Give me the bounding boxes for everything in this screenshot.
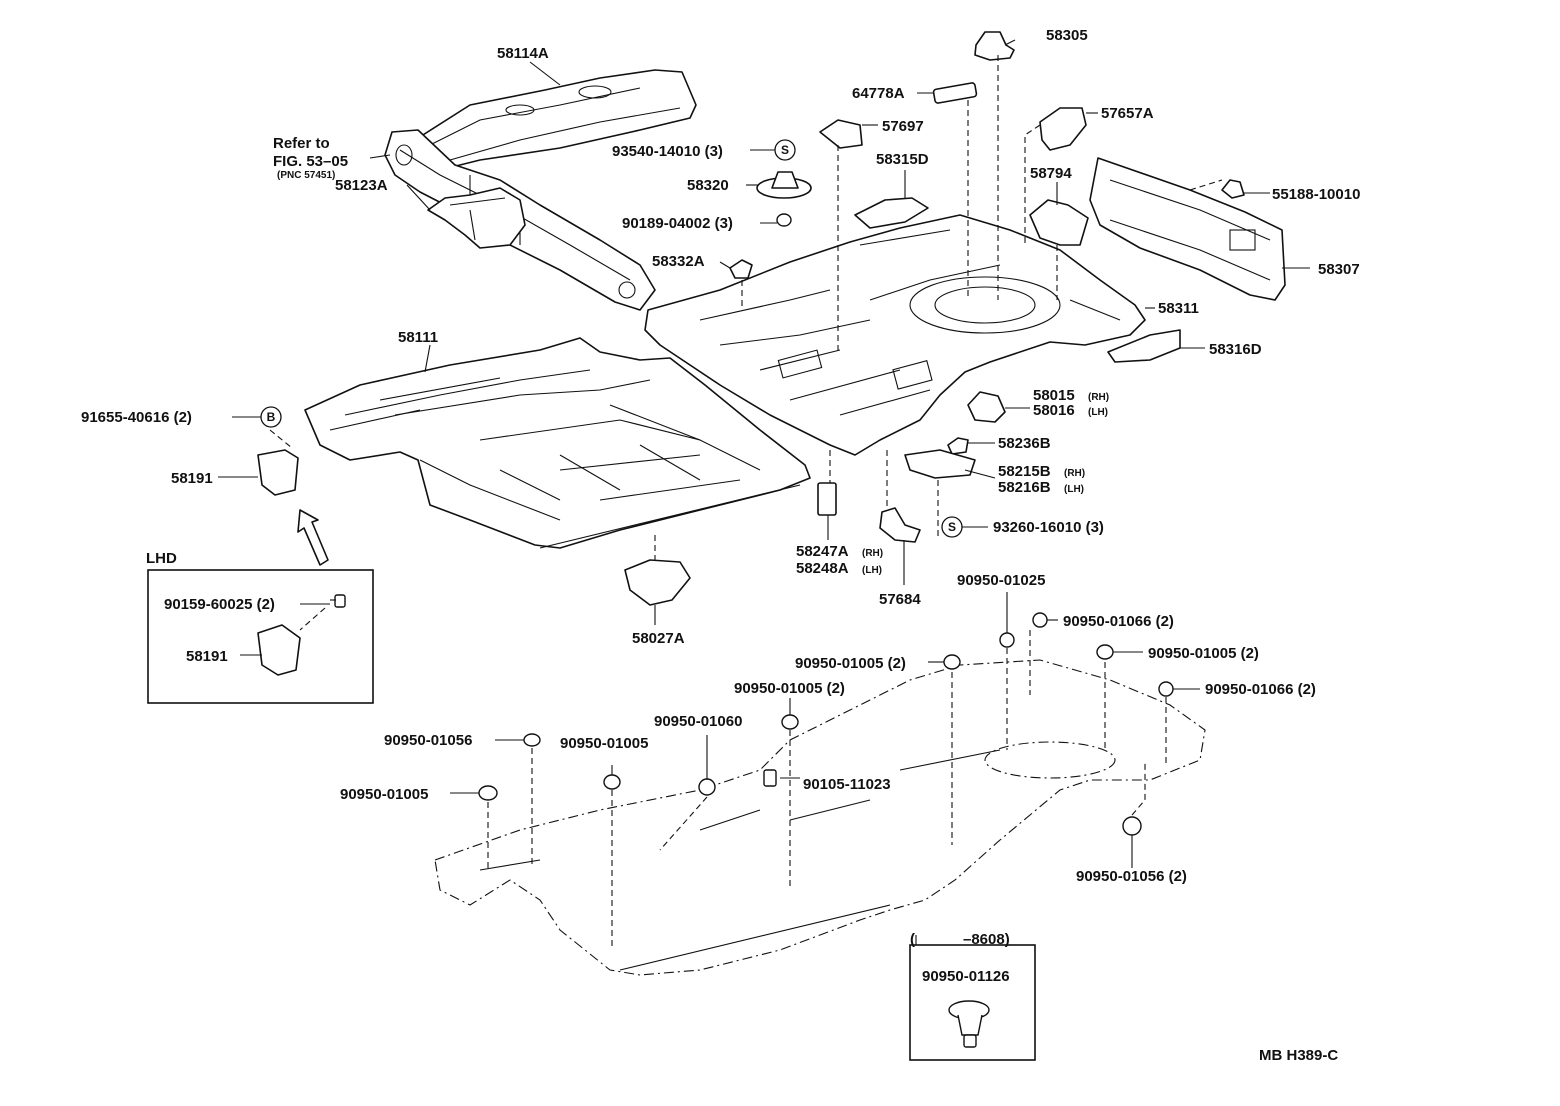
label-55188-10010: 55188-10010 [1272,186,1360,203]
part-58794-bracket [1029,199,1089,246]
label-90950-01060: 90950-01060 [654,713,742,730]
label-refer-fig: FIG. 53–05 [273,153,348,170]
lhd-arrow [297,509,329,566]
label-58123A: 58123A [335,177,388,194]
label-58216B: 58216B [998,479,1051,496]
lhd-box [147,569,374,704]
part-58315D-bracket [854,197,929,229]
label-lhd: LHD [146,550,177,567]
label-58015-rh: (RH) [1088,392,1109,403]
label-57684: 57684 [879,591,921,608]
label-91655-40616: 91655-40616 (2) [81,409,192,426]
part-58191-bracket [257,449,299,496]
svg-text:B: B [267,410,276,424]
svg-text:S: S [948,520,956,534]
part-58015-pad [967,391,1006,423]
label-90950-01005-b: 90950-01005 (2) [1148,645,1259,662]
part-58123A-bracket [427,187,526,249]
label-58114A: 58114A [497,45,549,62]
part-58311-rear-floor [644,214,1146,456]
label-58215B: 58215B [998,463,1051,480]
label-64778A: 64778A [852,85,905,102]
label-58016-lh: (LH) [1088,407,1108,418]
labels: 58114A Refer to FIG. 53–05 (PNC 57451) 5… [81,27,1360,1064]
s-symbol-icon: S [774,139,796,161]
part-58320-cap [756,171,812,199]
label-58315D: 58315D [876,151,929,168]
label-58247A-rh: (RH) [862,548,883,559]
bolt-90159-icon [330,594,346,608]
label-90950-01066-a: 90950-01066 (2) [1063,613,1174,630]
label-58027A: 58027A [632,630,685,647]
label-8608-open: ( [910,931,915,948]
part-58247A-bracket [817,482,837,516]
part-58236B-clip [947,437,969,455]
part-58215B-bracket [904,449,976,479]
label-90159-60025: 90159-60025 (2) [164,596,275,613]
part-58114A-rail [414,69,697,171]
label-58307: 58307 [1318,261,1360,278]
part-58332A-bracket [729,259,753,279]
box-8608 [909,944,1036,1061]
label-90950-01025: 90950-01025 [957,572,1045,589]
plug-90950-01126-icon [948,1000,990,1048]
label-90950-01126: 90950-01126 [922,968,1010,985]
plug-icons [478,213,1174,836]
label-93540-14010: 93540-14010 (3) [612,143,723,160]
part-64778A-pad [932,82,978,104]
label-refer-pnc: (PNC 57451) [277,170,335,181]
label-58216B-lh: (LH) [1064,484,1084,495]
part-58191-lhd [257,624,301,676]
label-58111: 58111 [398,329,438,346]
leader-lines [218,39,1310,945]
label-58215B-rh: (RH) [1064,468,1085,479]
label-58316D: 58316D [1209,341,1262,358]
label-58794: 58794 [1030,165,1072,182]
label-57657A: 57657A [1101,105,1154,122]
label-58247A: 58247A [796,543,849,560]
part-57657A-bracket [1039,107,1087,151]
dashed-lines [269,55,1223,950]
part-58305-bracket [974,31,1015,61]
part-58307-rear-panel [1089,157,1286,301]
label-57697: 57697 [882,118,924,135]
svg-text:S: S [781,143,789,157]
label-58191-lhd: 58191 [186,648,228,665]
label-90950-01005-d: 90950-01005 [560,735,648,752]
b-symbol-icon: B [260,406,282,428]
s-symbol-icon: S [941,516,963,538]
part-58111-front-floor [304,337,811,549]
label-90950-01005-e: 90950-01005 [340,786,428,803]
label-58191: 58191 [171,470,213,487]
label-58248A: 58248A [796,560,849,577]
label-refer-to: Refer to [273,135,330,152]
label-90950-01066-b: 90950-01066 (2) [1205,681,1316,698]
label-58015: 58015 [1033,387,1075,404]
part-55188-clip [1221,179,1245,199]
label-90950-01056-a: 90950-01056 [384,732,472,749]
part-57684-bracket [879,507,921,543]
label-58332A: 58332A [652,253,705,270]
label-90950-01005-c: 90950-01005 (2) [734,680,845,697]
label-58305: 58305 [1046,27,1088,44]
label-90950-01056-b: 90950-01056 (2) [1076,868,1187,885]
label-90105-11023: 90105-11023 [803,776,891,793]
label-8608: –8608) [963,931,1010,948]
label-58248A-lh: (LH) [862,565,882,576]
label-90189-04002: 90189-04002 (3) [622,215,733,232]
part-floor-insulator [434,659,1206,976]
label-58320: 58320 [687,177,729,194]
part-57697-bracket [819,119,863,149]
part-58027A-bracket [624,559,691,606]
label-58016: 58016 [1033,402,1075,419]
label-93260-16010: 93260-16010 (3) [993,519,1104,536]
diagram-code: MB H389-C [1259,1047,1338,1064]
label-58311: 58311 [1158,300,1199,317]
label-90950-01005-a: 90950-01005 (2) [795,655,906,672]
label-58236B: 58236B [998,435,1051,452]
